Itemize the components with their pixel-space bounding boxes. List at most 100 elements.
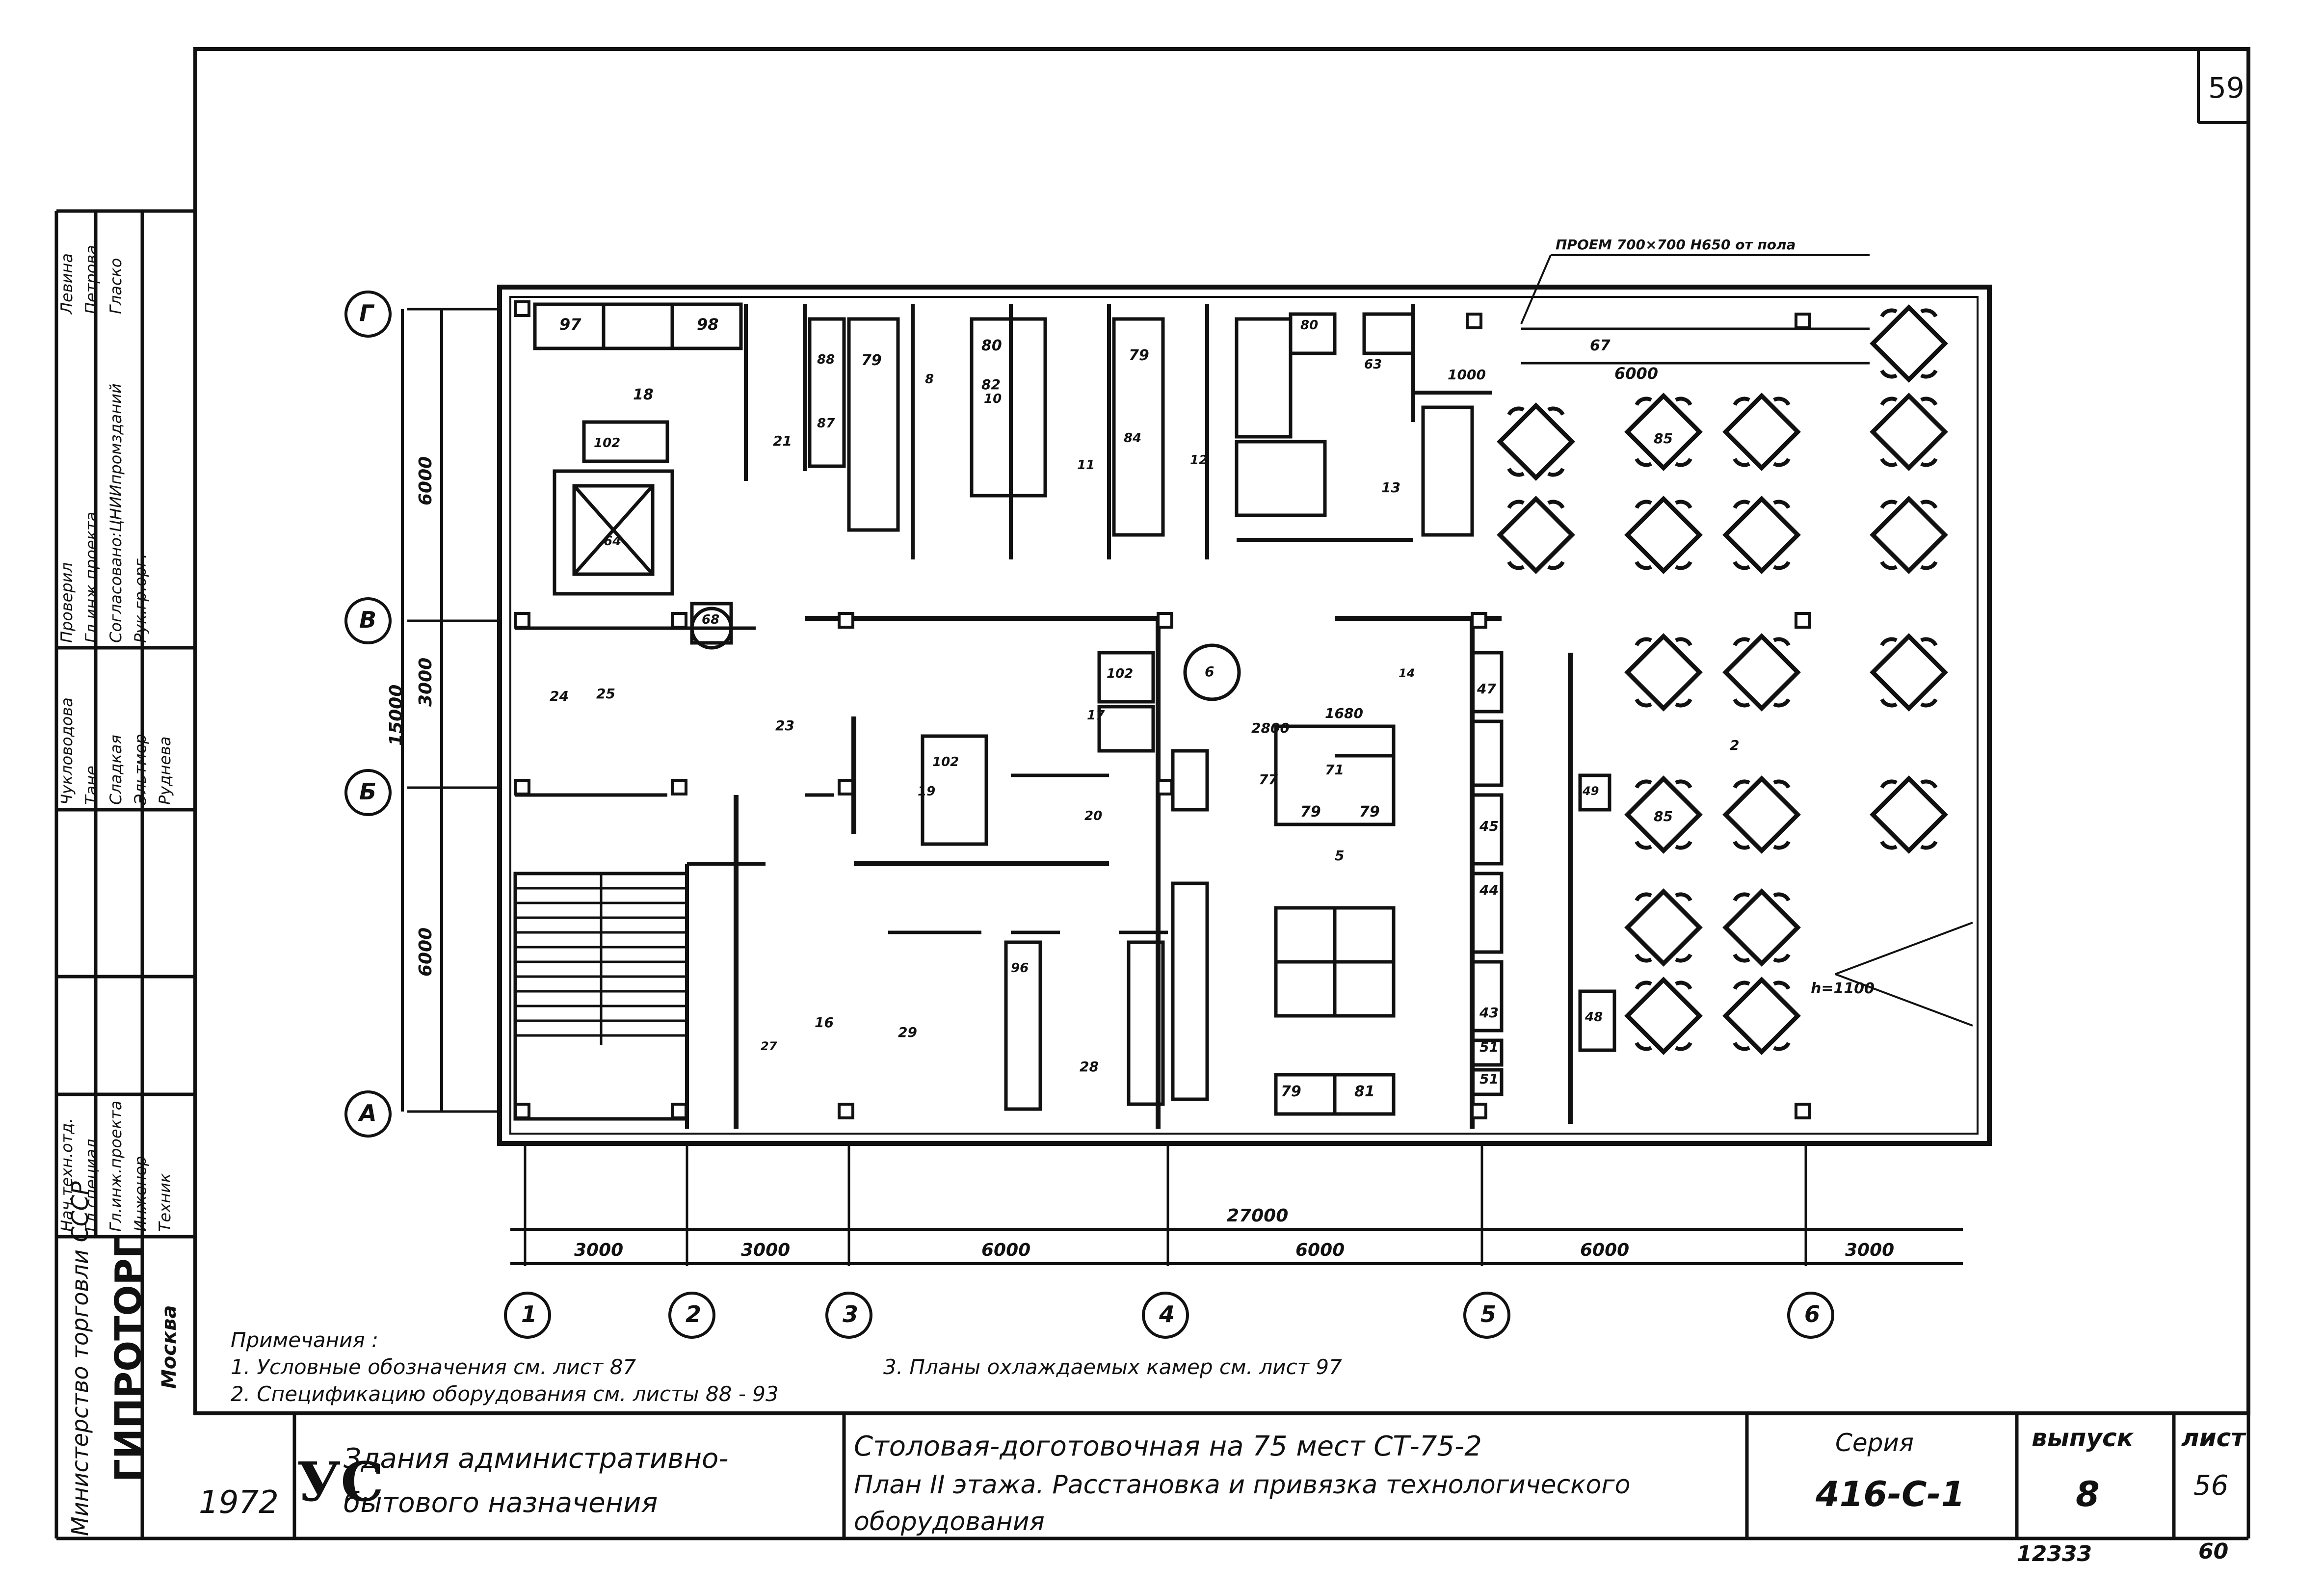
room-20: 20: [1084, 809, 1103, 823]
sheet-frame: [193, 47, 2250, 1415]
label-84: 84: [1124, 431, 1142, 446]
label-79c: 79: [1300, 803, 1321, 821]
title-line-3: оборудования: [854, 1507, 1045, 1537]
title-block-grid: [54, 209, 2250, 1540]
stamp-name-3: Сладкая: [106, 735, 125, 805]
kitchen-equipment: [533, 302, 1616, 1116]
label-67: 67: [1590, 337, 1611, 354]
label-81: 81: [1354, 1083, 1375, 1100]
label-102: 102: [594, 436, 621, 450]
dim-vertical-2: 3000: [416, 657, 436, 707]
dim-span-4: 6000: [1295, 1240, 1345, 1260]
label-79d: 79: [1359, 803, 1380, 821]
label-47: 47: [1477, 681, 1496, 697]
dim-span-5: 6000: [1580, 1240, 1630, 1260]
label-5: 5: [1335, 848, 1345, 864]
room-13: 13: [1381, 479, 1400, 496]
sheet-value: 56: [2193, 1470, 2229, 1502]
label-48: 48: [1585, 1010, 1603, 1025]
notes-heading: Примечания :: [231, 1328, 379, 1352]
dim-1680: 1680: [1325, 705, 1363, 721]
label-49: 49: [1583, 784, 1599, 798]
stamp-institute: ГИПРОТОРГ: [107, 1235, 150, 1482]
dim-1000: 1000: [1448, 367, 1486, 383]
stamp-role-1: Нач.техн.отд.: [57, 1118, 76, 1232]
stamp-role-2: Гл.специал.: [82, 1134, 101, 1232]
room-25: 25: [596, 686, 615, 702]
label-80b: 80: [1300, 318, 1319, 333]
annotation-height: h=1100: [1811, 980, 1875, 997]
stamp-role2-4: Рук.гр.орг.: [131, 554, 150, 643]
series-value: 416-C-1: [1816, 1474, 1965, 1514]
axis-col-2: 2: [686, 1301, 702, 1327]
title-logo: УС: [297, 1450, 384, 1513]
label-14: 14: [1399, 666, 1415, 680]
room-27: 27: [761, 1039, 777, 1053]
stamp-role-3: Гл.инж.проекта: [106, 1100, 125, 1232]
label-85b: 85: [1654, 808, 1673, 824]
room-19: 19: [918, 784, 936, 799]
opening-note: ПРОЕМ 700×700 Н650 от пола: [1556, 237, 1796, 253]
room-8: 8: [925, 372, 934, 387]
axis-lines: [401, 254, 1973, 1266]
dining-tables: [1500, 307, 1945, 1052]
stamp-role-4: Инженер: [131, 1156, 150, 1232]
axis-row-v: В: [359, 607, 377, 633]
label-88: 88: [817, 352, 835, 367]
stamp-city: Москва: [158, 1305, 181, 1389]
label-68: 68: [702, 612, 720, 627]
label-51b: 51: [1479, 1071, 1499, 1087]
note-3: 3. Планы охлаждаемых камер см. лист 97: [883, 1355, 1342, 1379]
label-79e: 79: [1281, 1083, 1301, 1100]
room-10: 10: [984, 392, 1002, 406]
label-77: 77: [1259, 771, 1278, 788]
stamp-name2-1: Левина: [57, 253, 76, 314]
label-43: 43: [1479, 1005, 1499, 1021]
stamp-name-1: Чукловодова: [57, 697, 76, 805]
stamp-role2-3: Согласовано:ЦНИИпромзданий: [106, 383, 125, 643]
axis-row-b: Б: [359, 778, 377, 805]
dim-vertical-1: 6000: [416, 456, 436, 505]
building-type-1: Здания административно-: [343, 1443, 729, 1475]
bottom-number-right: 60: [2198, 1539, 2229, 1564]
dim-span-3: 6000: [981, 1240, 1031, 1260]
issue-value: 8: [2076, 1474, 2100, 1514]
label-79b: 79: [1129, 347, 1149, 364]
bottom-number-left: 12333: [2017, 1541, 2092, 1566]
sheet-label: лист: [2181, 1424, 2245, 1452]
axis-row-g: Г: [359, 300, 374, 326]
axis-bubbles: [344, 291, 1834, 1339]
dim-vertical-3: 6000: [416, 927, 436, 977]
sheet-number-top: 59: [2208, 71, 2245, 105]
axis-col-6: 6: [1804, 1301, 1821, 1327]
stamp-role-5: Техник: [156, 1173, 174, 1232]
stamp-name-4: Эльтмер: [131, 734, 150, 805]
label-98: 98: [697, 315, 719, 334]
staircase: [513, 872, 689, 1121]
title-line-2: План II этажа. Расстановка и привязка те…: [854, 1470, 1631, 1500]
issue-label: выпуск: [2032, 1424, 2134, 1452]
stamp-name-2: Тане: [82, 766, 101, 805]
label-6: 6: [1205, 663, 1215, 680]
axis-col-3: 3: [843, 1301, 859, 1327]
axis-col-1: 1: [521, 1301, 537, 1327]
axis-row-a: А: [359, 1100, 377, 1126]
axis-col-5: 5: [1480, 1301, 1497, 1327]
label-64: 64: [604, 534, 622, 549]
label-80a: 80: [981, 337, 1002, 354]
building-type-2: бытового назначения: [343, 1487, 658, 1519]
lift-shaft: [553, 420, 674, 596]
building-walls: [497, 285, 1992, 1146]
note-1: 1. Условные обозначения см. лист 87: [231, 1355, 636, 1379]
label-44: 44: [1479, 882, 1499, 898]
room-11: 11: [1077, 458, 1095, 473]
series-label: Серия: [1835, 1429, 1914, 1457]
label-71: 71: [1325, 762, 1344, 778]
stamp-role2-2: Гл.инж.проекта: [82, 511, 101, 643]
room-2: 2: [1730, 737, 1740, 753]
dim-span-1: 3000: [574, 1240, 624, 1260]
dim-total: 27000: [1227, 1206, 1289, 1226]
room-29: 29: [898, 1024, 917, 1040]
label-85a: 85: [1654, 430, 1673, 447]
